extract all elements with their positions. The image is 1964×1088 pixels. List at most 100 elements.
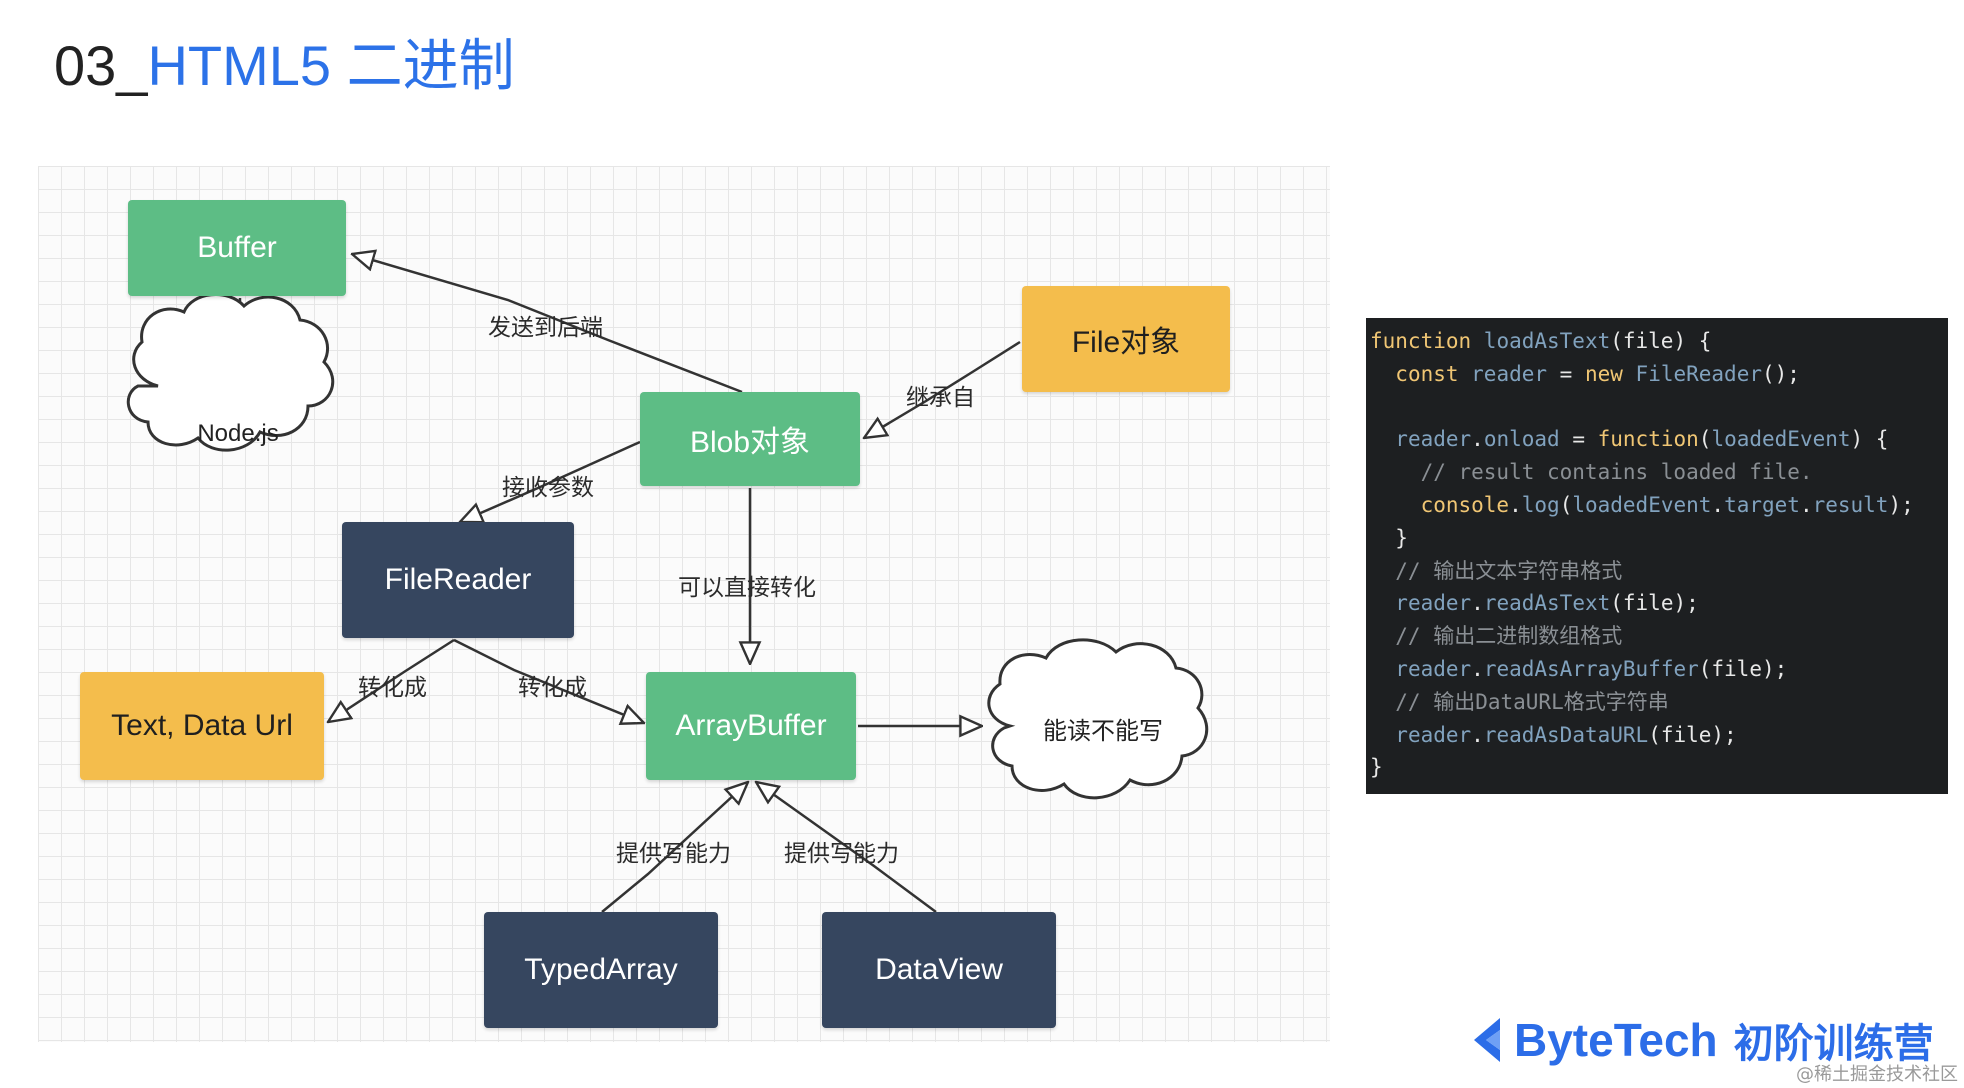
code-token: . [1471, 591, 1484, 616]
edge-blob-buffer [352, 254, 743, 394]
code-token: reader [1395, 427, 1472, 452]
code-line: console.log(loadedEvent.target.result); [1370, 489, 1948, 522]
code-token: . [1799, 492, 1813, 517]
code-token: ); [1888, 492, 1914, 517]
diagram-connectors [126, 166, 1209, 914]
brand-name: ByteTech [1514, 1014, 1718, 1066]
code-line: function loadAsText(file) { [1370, 325, 1948, 358]
binary-diagram: Buffer Node.js File对象 Blob对象 FileReader … [38, 166, 1330, 1042]
code-token [1370, 493, 1421, 517]
file-node: File对象 [1022, 286, 1230, 392]
edge-label-write-2: 提供写能力 [784, 841, 899, 867]
code-token: // result contains loaded file. [1370, 460, 1813, 485]
code-line: reader.onload = function(loadedEvent) { [1370, 423, 1948, 456]
code-token: target [1724, 492, 1800, 517]
slide-title: 03_HTML5 二进制 [54, 30, 515, 102]
code-token: loadAsText [1483, 329, 1611, 353]
code-token: . [1471, 722, 1484, 747]
arraybuffer-node: ArrayBuffer [646, 672, 856, 780]
nodejs-cloud-icon [126, 293, 335, 452]
code-token: // 输出二进制数组格式 [1370, 624, 1623, 649]
code-token: ) { [1850, 427, 1889, 452]
slide-title-text: HTML5 二进制 [147, 34, 515, 97]
code-token [1370, 362, 1395, 386]
readwrite-label: 能读不能写 [1043, 718, 1163, 745]
brand-subtitle: 初阶训练营 [1733, 1021, 1934, 1067]
code-line: // 输出文本字符串格式 [1370, 555, 1948, 588]
code-token: readAsText [1483, 591, 1611, 616]
edge-blob-filereader [460, 440, 641, 522]
code-token: function [1597, 427, 1699, 452]
code-token: } [1370, 525, 1408, 550]
code-token: ( [1698, 427, 1712, 452]
code-line: } [1370, 751, 1948, 784]
code-token: loadedEvent [1711, 427, 1851, 452]
edge-file-blob [864, 340, 1021, 438]
code-token: . [1471, 656, 1484, 681]
code-token: new [1584, 361, 1636, 386]
code-token: readAsArrayBuffer [1483, 656, 1699, 681]
code-line: const reader = new FileReader(); [1370, 358, 1948, 391]
code-line: reader.readAsText(file); [1370, 587, 1948, 620]
code-token [1370, 427, 1395, 451]
readwrite-cloud-icon [987, 638, 1209, 800]
edge-label-send-backend: 发送到后端 [488, 315, 603, 341]
code-line: // 输出二进制数组格式 [1370, 620, 1948, 653]
arraybuffer-node-label: ArrayBuffer [675, 709, 827, 742]
filereader-node: FileReader [342, 522, 574, 638]
code-token: = [1572, 427, 1598, 452]
code-token: (file); [1698, 656, 1788, 681]
edge-label-inherit: 继承自 [906, 385, 975, 411]
edge-label-write-1: 提供写能力 [616, 841, 731, 867]
code-line: reader.readAsDataURL(file); [1370, 719, 1948, 752]
code-token: reader [1395, 591, 1472, 616]
code-token: (file); [1610, 591, 1699, 616]
bytetech-logo-icon [1474, 1018, 1500, 1062]
code-token: } [1370, 755, 1383, 780]
code-token: // 输出文本字符串格式 [1370, 558, 1623, 583]
dataview-node: DataView [822, 912, 1056, 1028]
edge-label-direct-convert: 可以直接转化 [678, 575, 816, 601]
code-token: reader [1395, 722, 1472, 747]
filereader-node-label: FileReader [384, 563, 532, 596]
code-token: FileReader [1635, 361, 1762, 386]
code-token: reader [1471, 361, 1560, 386]
code-token: result [1812, 492, 1889, 517]
code-token [1370, 591, 1395, 615]
edge-filereader-arraybuffer [453, 638, 644, 723]
code-token: ( [1559, 492, 1573, 517]
nodejs-label: Node.js [197, 420, 279, 447]
text-dataurl-node: Text, Data Url [80, 672, 324, 780]
edge-typedarray-arraybuffer [601, 782, 748, 913]
code-token: // 输出DataURL格式字符串 [1370, 689, 1669, 714]
dataview-node-label: DataView [875, 953, 1003, 986]
text-dataurl-node-label: Text, Data Url [111, 709, 293, 742]
code-token: = [1559, 361, 1585, 386]
blob-node: Blob对象 [640, 392, 860, 486]
brand-logo: ByteTech 初阶训练营 [1470, 1010, 1934, 1070]
code-token: console [1420, 492, 1510, 517]
edge-label-convert-2: 转化成 [518, 675, 587, 701]
code-token: function [1370, 329, 1484, 353]
buffer-node-label: Buffer [197, 231, 277, 264]
code-token: . [1471, 427, 1484, 452]
typedarray-node: TypedArray [484, 912, 718, 1028]
code-line [1370, 391, 1948, 424]
code-line: } [1370, 522, 1948, 555]
code-token: readAsDataURL [1483, 722, 1649, 747]
code-token: . [1509, 492, 1522, 517]
code-line: // 输出DataURL格式字符串 [1370, 686, 1948, 719]
code-token: reader [1395, 656, 1472, 681]
edge-filereader-text [328, 638, 455, 722]
file-node-label: File对象 [1071, 326, 1181, 359]
code-token: (); [1761, 361, 1800, 386]
code-line: reader.readAsArrayBuffer(file); [1370, 653, 1948, 686]
code-token: (file) { [1610, 329, 1712, 353]
code-snippet: function loadAsText(file) { const reader… [1366, 318, 1948, 794]
edge-dataview-arraybuffer [756, 782, 937, 914]
code-token [1370, 723, 1395, 747]
code-line: // result contains loaded file. [1370, 456, 1948, 489]
code-token: log [1521, 492, 1560, 517]
slide-number: 03_ [54, 34, 148, 97]
code-token: onload [1483, 427, 1573, 452]
